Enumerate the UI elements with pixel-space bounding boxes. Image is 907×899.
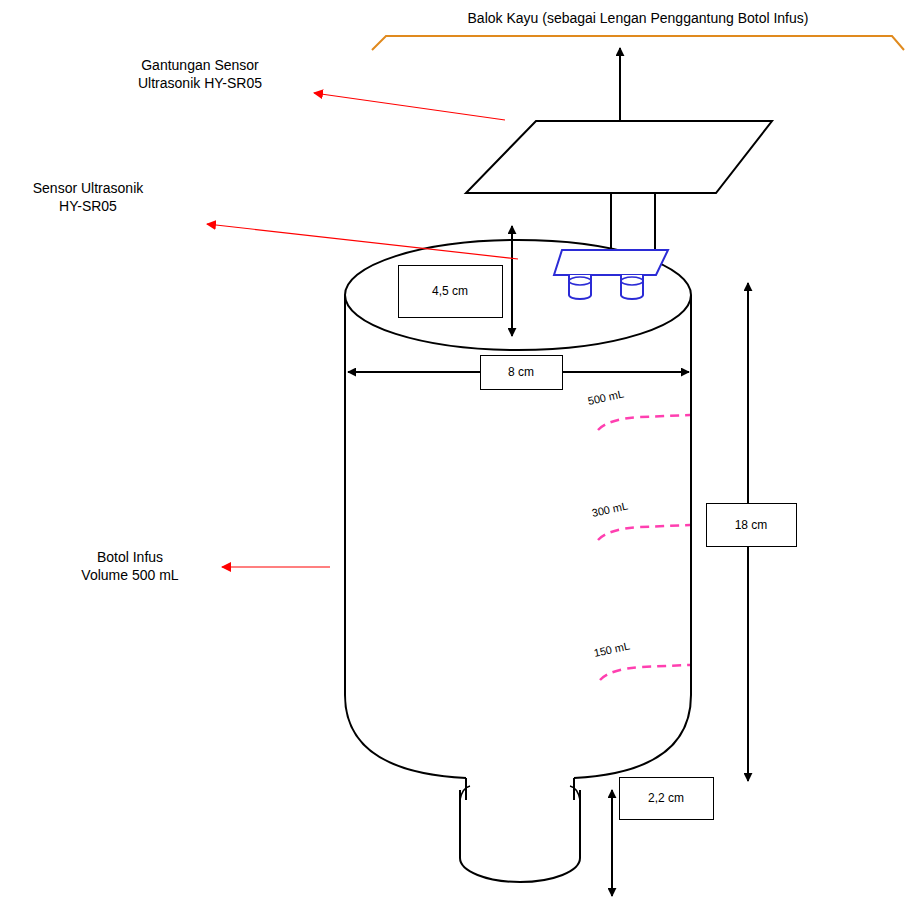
leader-arrow (314, 93, 505, 120)
hanger-rod (654, 193, 656, 255)
sensor-transducer (569, 277, 591, 285)
part-label: Gantungan Sensor Ultrasonik HY-SR05 (130, 57, 270, 92)
dimension-text: 18 cm (735, 518, 768, 532)
dimension-text: 2,2 cm (648, 791, 684, 805)
dimension-text: 4,5 cm (432, 284, 468, 298)
bottle-neck (460, 786, 580, 800)
bottle-wall (345, 295, 466, 778)
dimension-box: 2,2 cm (619, 777, 714, 820)
bottle-wall (574, 295, 691, 778)
ultrasonic-sensor (554, 250, 668, 275)
bottle-cap (460, 790, 580, 882)
dimension-box: 4,5 cm (398, 265, 503, 318)
hanger-rod (610, 193, 612, 255)
dimension-arrow (611, 790, 613, 896)
bottle-neck (466, 778, 574, 800)
sensor-transducer (569, 275, 591, 299)
beam-label: Balok Kayu (sebagai Lengan Penggantung B… (468, 10, 809, 28)
dimension-box: 8 cm (480, 355, 563, 390)
dimension-text: 8 cm (508, 365, 534, 379)
volume-mark (600, 665, 690, 680)
volume-label: 500 mL (587, 388, 626, 409)
volume-label: 150 mL (593, 640, 632, 661)
sensor-transducer (621, 277, 643, 285)
bottle-top (345, 240, 691, 350)
part-label: Botol Infus Volume 500 mL (78, 549, 183, 584)
volume-mark (598, 525, 690, 540)
wooden-beam (372, 36, 904, 50)
leader-arrow (207, 224, 518, 259)
leader-arrow (222, 566, 330, 567)
sensor-hanger-plate (466, 121, 772, 193)
dimension-arrow (511, 226, 513, 336)
dimension-box: 18 cm (706, 503, 797, 547)
volume-label: 300 mL (591, 500, 630, 521)
volume-mark (598, 415, 690, 430)
part-label: Sensor Ultrasonik HY-SR05 (26, 180, 151, 215)
sensor-transducer (621, 275, 643, 299)
